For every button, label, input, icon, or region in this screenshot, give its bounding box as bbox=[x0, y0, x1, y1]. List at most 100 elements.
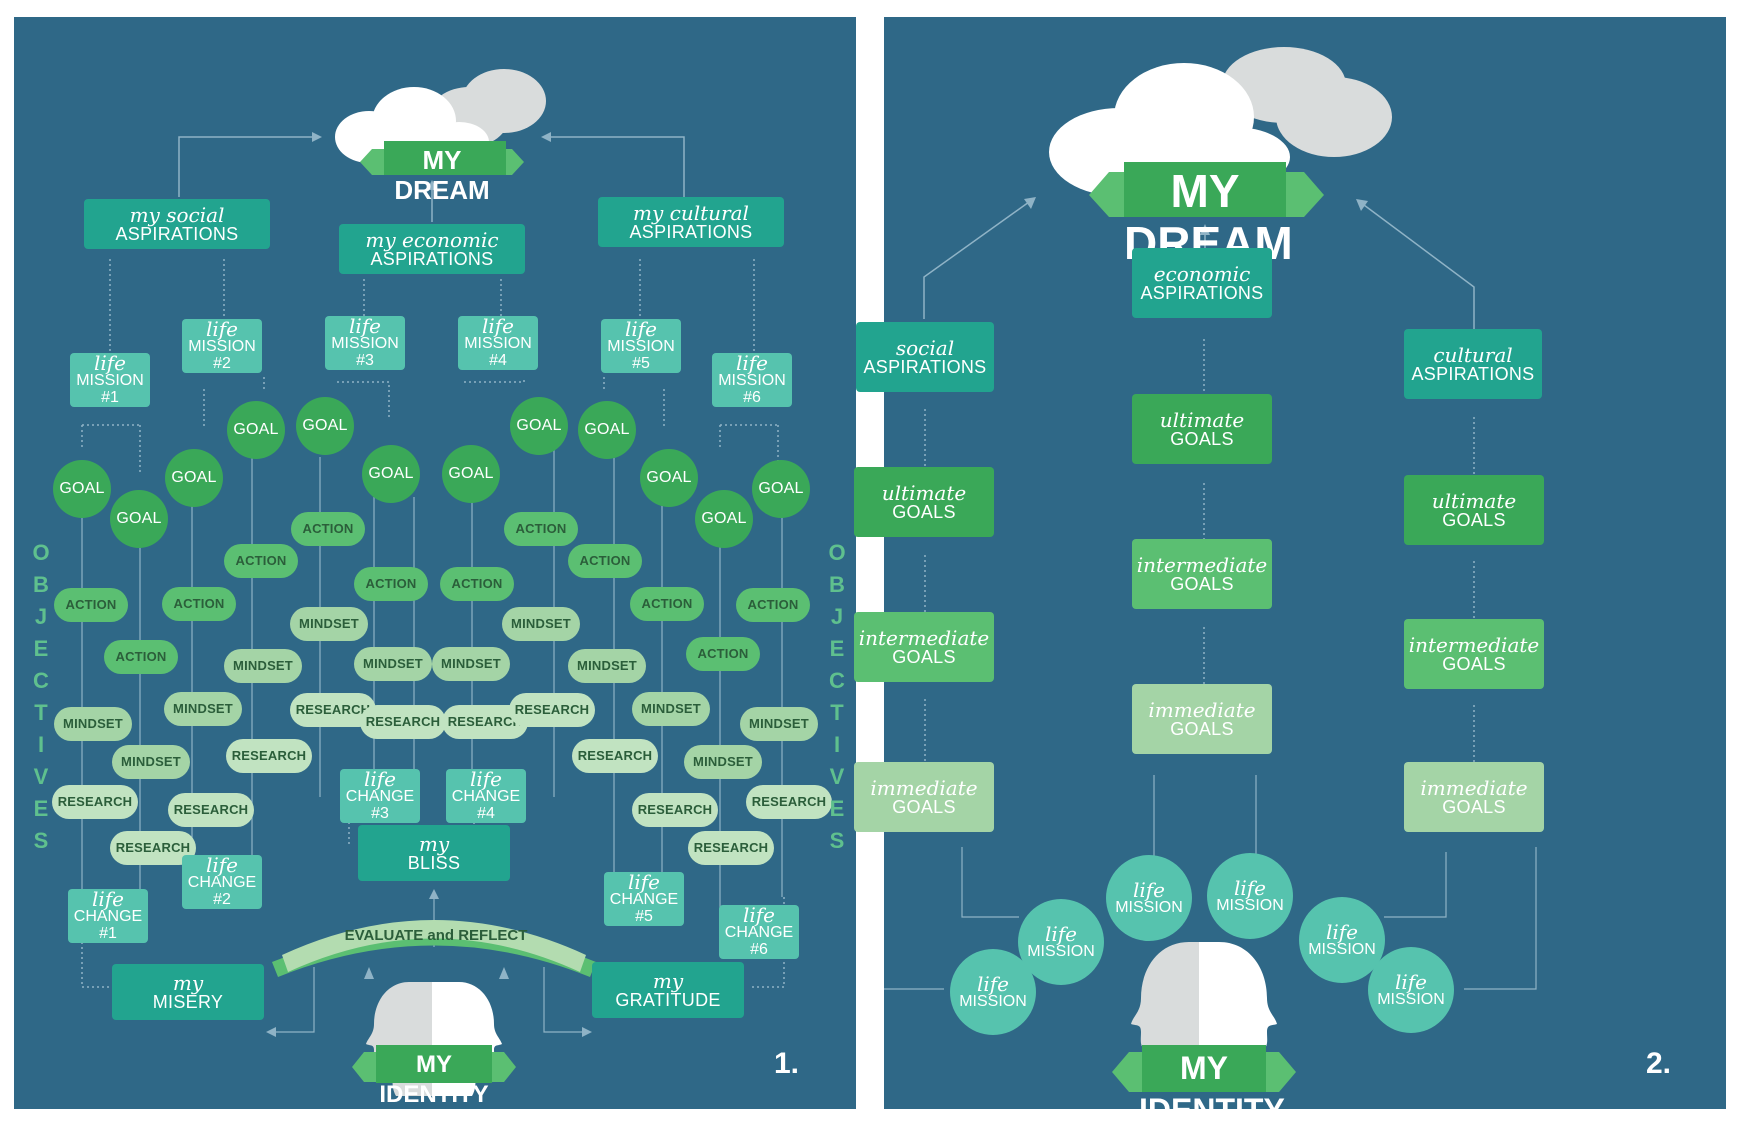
ultimate-script: ultimate bbox=[1431, 488, 1517, 513]
change-3-caps: CHANGE #3 bbox=[345, 788, 415, 822]
life-mission-circle: life MISSION bbox=[1018, 899, 1104, 985]
life-change-2: life CHANGE #2 bbox=[182, 855, 262, 909]
change-3-script: life bbox=[363, 767, 397, 792]
economic-aspirations-script: my economic bbox=[365, 227, 499, 252]
mission-3-script: life bbox=[348, 314, 382, 339]
life-mission-5: life MISSION #5 bbox=[601, 319, 681, 373]
social-aspirations-caps: ASPIRATIONS bbox=[115, 223, 239, 244]
mindset-pill: MINDSET bbox=[684, 745, 762, 779]
immediate-goals-box: immediate GOALS bbox=[854, 762, 994, 832]
identity-label: MY IDENTITY bbox=[1139, 1050, 1285, 1128]
immediate-caps: GOALS bbox=[892, 796, 956, 817]
action-pill: ACTION bbox=[736, 588, 810, 622]
mindset-pill: MINDSET bbox=[112, 745, 190, 779]
life-mission-circle: life MISSION bbox=[1299, 897, 1385, 983]
mission-2-caps: MISSION #2 bbox=[188, 338, 256, 372]
life-mission-circle: life MISSION bbox=[1368, 947, 1454, 1033]
action-pill: ACTION bbox=[104, 640, 178, 674]
goal-circle: GOAL bbox=[442, 445, 500, 503]
research-pill: RESEARCH bbox=[168, 793, 254, 827]
dream-label: MY DREAM bbox=[394, 145, 490, 205]
change-4-caps: CHANGE #4 bbox=[451, 788, 521, 822]
action-pill: ACTION bbox=[630, 587, 704, 621]
life-mission-circle: life MISSION bbox=[1106, 855, 1192, 941]
research-pill: RESEARCH bbox=[52, 785, 138, 819]
goal-circle: GOAL bbox=[227, 401, 285, 459]
life-change-3: life CHANGE #3 bbox=[340, 769, 420, 823]
ultimate-goals-box: ultimate GOALS bbox=[854, 467, 994, 537]
ultimate-script: ultimate bbox=[881, 480, 967, 505]
evaluate-banner bbox=[272, 920, 596, 977]
my-gratitude-box: my GRATITUDE bbox=[592, 962, 744, 1018]
intermediate-caps: GOALS bbox=[892, 646, 956, 667]
action-pill: ACTION bbox=[354, 567, 428, 601]
research-pill: RESEARCH bbox=[360, 705, 446, 739]
mission-4-caps: MISSION #4 bbox=[464, 335, 532, 369]
research-pill: RESEARCH bbox=[509, 693, 595, 727]
intermediate-goals-box: intermediate GOALS bbox=[1404, 619, 1544, 689]
action-pill: ACTION bbox=[686, 637, 760, 671]
social-aspirations-box: my social ASPIRATIONS bbox=[84, 199, 270, 249]
intermediate-script: intermediate bbox=[1408, 632, 1540, 657]
mindset-pill: MINDSET bbox=[164, 692, 242, 726]
goal-circle: GOAL bbox=[578, 401, 636, 459]
mindset-pill: MINDSET bbox=[568, 649, 646, 683]
mission-1-caps: MISSION #1 bbox=[76, 372, 144, 406]
cultural-caps: ASPIRATIONS bbox=[1411, 363, 1535, 384]
immediate-script: immediate bbox=[1420, 775, 1528, 800]
research-pill: RESEARCH bbox=[572, 739, 658, 773]
action-pill: ACTION bbox=[440, 567, 514, 601]
cultural-aspirations-script: my cultural bbox=[633, 200, 749, 225]
life-mission-4: life MISSION #4 bbox=[458, 316, 538, 370]
my-misery-box: my MISERY bbox=[112, 964, 264, 1020]
immediate-caps: GOALS bbox=[1442, 796, 1506, 817]
ultimate-script: ultimate bbox=[1159, 407, 1245, 432]
research-pill: RESEARCH bbox=[746, 785, 832, 819]
goal-circle: GOAL bbox=[752, 460, 810, 518]
ultimate-caps: GOALS bbox=[892, 501, 956, 522]
panel1-connectors bbox=[81, 69, 785, 1096]
mission-5-script: life bbox=[624, 317, 658, 342]
mission-4-script: life bbox=[481, 314, 515, 339]
change-1-caps: CHANGE #1 bbox=[73, 908, 143, 942]
research-pill: RESEARCH bbox=[688, 831, 774, 865]
life-mission-3: life MISSION #3 bbox=[325, 316, 405, 370]
panel-number-1: 1. bbox=[774, 1047, 800, 1080]
change-5-script: life bbox=[627, 870, 661, 895]
mission-6-caps: MISSION #6 bbox=[718, 372, 786, 406]
mission-2-script: life bbox=[205, 317, 239, 342]
action-pill: ACTION bbox=[504, 512, 578, 546]
mindset-pill: MINDSET bbox=[502, 607, 580, 641]
mindset-pill: MINDSET bbox=[432, 647, 510, 681]
immediate-goals-box: immediate GOALS bbox=[1132, 684, 1272, 754]
life-mission-1: life MISSION #1 bbox=[70, 353, 150, 407]
diagram-panel-2: MY DREAM MY IDENTITY social ASPIRATIONS … bbox=[854, 17, 1726, 1128]
life-change-1: life CHANGE #1 bbox=[68, 889, 148, 943]
mindset-pill: MINDSET bbox=[290, 607, 368, 641]
social-aspirations-box: social ASPIRATIONS bbox=[856, 322, 994, 392]
bliss-caps: BLISS bbox=[407, 852, 461, 873]
life-change-5: life CHANGE #5 bbox=[604, 872, 684, 926]
goal-circle: GOAL bbox=[165, 449, 223, 507]
mission-6-script: life bbox=[735, 351, 769, 376]
life-change-6: life CHANGE #6 bbox=[719, 905, 799, 959]
cultural-script: cultural bbox=[1433, 342, 1513, 367]
economic-aspirations-caps: ASPIRATIONS bbox=[370, 248, 494, 269]
change-6-script: life bbox=[742, 903, 776, 928]
panel-number-2: 2. bbox=[1646, 1047, 1672, 1080]
mindset-pill: MINDSET bbox=[740, 707, 818, 741]
mindset-pill: MINDSET bbox=[224, 649, 302, 683]
goal-circle: GOAL bbox=[640, 449, 698, 507]
goal-circle: GOAL bbox=[296, 397, 354, 455]
dream-ribbon bbox=[360, 141, 524, 175]
evaluate-label: EVALUATE and REFLECT bbox=[344, 927, 528, 944]
mindset-pill: MINDSET bbox=[54, 707, 132, 741]
life-change-4: life CHANGE #4 bbox=[446, 769, 526, 823]
bliss-script: my bbox=[418, 831, 450, 856]
life-mission-6: life MISSION #6 bbox=[712, 353, 792, 407]
goal-circle: GOAL bbox=[510, 397, 568, 455]
social-caps: ASPIRATIONS bbox=[863, 356, 987, 377]
ultimate-caps: GOALS bbox=[1170, 428, 1234, 449]
